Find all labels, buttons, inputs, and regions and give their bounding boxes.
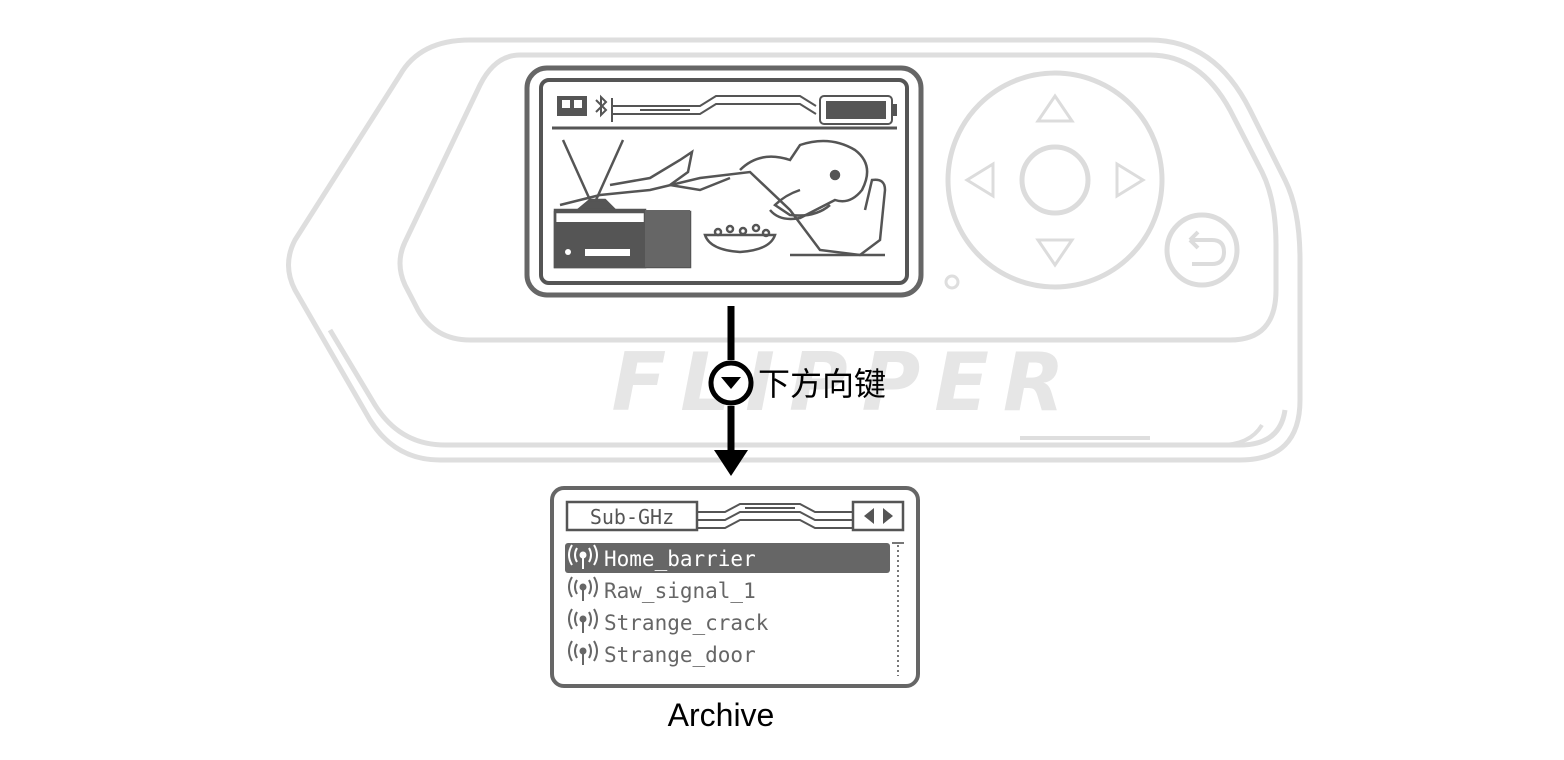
idle-scene-illustration bbox=[553, 139, 887, 269]
dpad-left-icon[interactable] bbox=[964, 161, 995, 199]
back-button-ring bbox=[1164, 212, 1240, 288]
dolphin-body bbox=[739, 139, 869, 221]
antenna-icon bbox=[568, 640, 598, 665]
archive-caption: Archive bbox=[668, 697, 775, 733]
archive-list-item[interactable]: Strange_crack bbox=[568, 608, 769, 635]
archive-header-title: Sub-GHz bbox=[590, 505, 674, 529]
archive-item-label: Strange_crack bbox=[604, 611, 769, 635]
selection-highlight bbox=[565, 543, 890, 573]
antenna-icon bbox=[568, 576, 598, 601]
down-key-label: 下方向键 bbox=[758, 365, 886, 403]
navigation-arrow bbox=[708, 306, 754, 476]
archive-file-list: Home_barrierRaw_signal_1Strange_crackStr… bbox=[565, 543, 890, 667]
device-corner-notch bbox=[1219, 423, 1264, 447]
bluetooth-icon bbox=[595, 94, 608, 118]
archive-list-item[interactable]: Raw_signal_1 bbox=[568, 576, 756, 603]
dolphin-tail bbox=[609, 149, 731, 192]
dpad-up-icon[interactable] bbox=[1035, 93, 1075, 123]
sd-card-icon bbox=[557, 96, 587, 116]
device-bottom-lip bbox=[327, 328, 1288, 448]
status-bar-decoration bbox=[611, 95, 817, 122]
brand-logo-text: FLIPPER bbox=[612, 336, 1079, 429]
back-button[interactable] bbox=[1164, 212, 1240, 288]
down-key-triangle bbox=[721, 377, 741, 389]
archive-item-label: Home_barrier bbox=[604, 547, 756, 571]
archive-header-decoration bbox=[697, 503, 852, 529]
tv-antenna-left bbox=[561, 139, 592, 201]
dolphin-eye bbox=[829, 169, 841, 181]
archive-right-arrow-icon[interactable] bbox=[883, 508, 893, 524]
archive-list-item[interactable]: Strange_door bbox=[568, 640, 756, 667]
dpad-right-icon[interactable] bbox=[1115, 161, 1146, 199]
archive-screen-frame bbox=[550, 486, 920, 688]
status-bar bbox=[557, 94, 897, 125]
arrow-head-icon bbox=[714, 450, 748, 476]
archive-nav-arrows[interactable] bbox=[851, 500, 905, 532]
archive-header-tab bbox=[565, 500, 699, 532]
archive-list-item[interactable]: Home_barrier bbox=[565, 543, 890, 573]
archive-left-arrow-icon[interactable] bbox=[864, 508, 874, 524]
device-body bbox=[286, 37, 1303, 463]
antenna-icon bbox=[568, 608, 598, 633]
ok-button[interactable] bbox=[1019, 144, 1091, 216]
dpad-ring bbox=[945, 70, 1165, 290]
dolphin-beak bbox=[773, 188, 831, 217]
device-outer-shell bbox=[286, 37, 1303, 463]
antenna-icon bbox=[568, 544, 598, 569]
sofa bbox=[559, 170, 887, 257]
archive-screen: Sub-GHz Home_barrierRaw_signal_1Strange_… bbox=[550, 486, 920, 733]
archive-item-label: Raw_signal_1 bbox=[604, 579, 756, 603]
popcorn-bowl bbox=[703, 233, 777, 254]
device-inner-shell bbox=[397, 52, 1279, 343]
dpad-down-icon[interactable] bbox=[1035, 238, 1075, 268]
archive-item-label: Strange_door bbox=[604, 643, 756, 667]
main-screen bbox=[524, 65, 924, 298]
device-led bbox=[944, 274, 960, 290]
tv-antenna-right bbox=[594, 139, 625, 201]
back-arrow-icon bbox=[1188, 230, 1227, 266]
dpad bbox=[945, 70, 1165, 290]
